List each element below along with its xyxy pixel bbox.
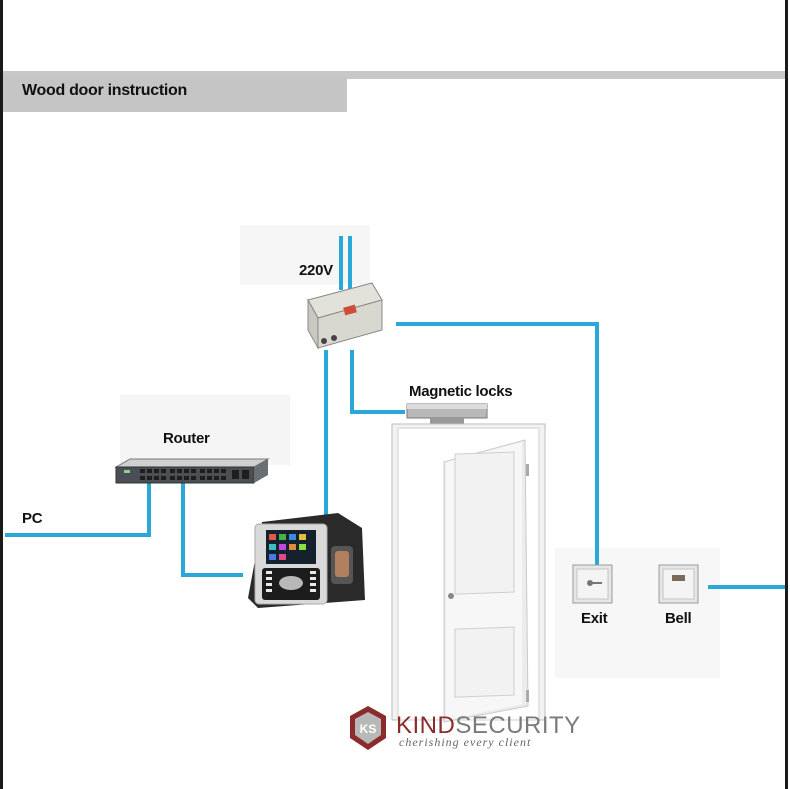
wire-power-lock [350,350,405,414]
router-icon [114,458,270,484]
wire-router-terminal [181,482,243,577]
logo-tagline: cherishing every client [399,735,532,749]
kindsecurity-logo-emblem: KS [350,706,386,750]
access-terminal-icon [248,513,365,608]
right-border [785,0,788,789]
wire-power-exit [396,322,599,568]
power-label: 220V [299,262,333,279]
power-supply-icon [307,282,383,350]
wire-pc-router [5,482,151,537]
logo-brand-part1: KIND [396,712,456,739]
door-icon [391,423,546,723]
header-divider [3,71,785,79]
magnetic-locks-label: Magnetic locks [409,383,513,400]
router-backdrop [120,395,290,465]
pc-label: PC [22,510,43,527]
logo-brand-part2: SECURITY [455,712,581,739]
magnetic-lock-icon [406,403,488,424]
exit-label: Exit [581,610,608,627]
left-border [0,0,3,789]
exit-switch-icon [572,564,613,604]
logo-brand: KINDSECURITY [396,712,581,740]
header-bar [3,76,347,112]
bell-label: Bell [665,610,692,627]
page-title: Wood door instruction [22,82,187,99]
wires [5,236,785,589]
logo-emblem-letters: KS [360,722,377,736]
bell-switch-icon [658,564,699,604]
router-label: Router [163,430,210,447]
